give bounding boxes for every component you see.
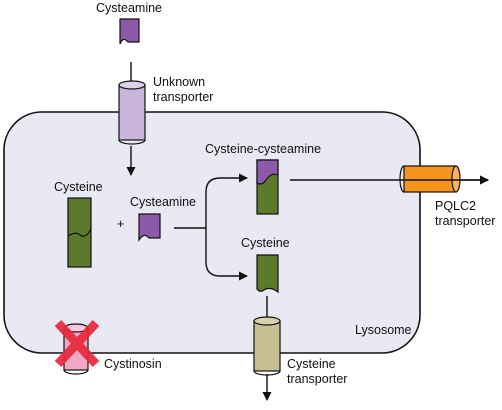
cysteamine-top-label: Cysteamine <box>96 1 162 15</box>
cysteine-left-label: Cysteine <box>54 180 103 194</box>
lysosome-label: Lysosome <box>355 323 412 337</box>
cysteamine-mid-label: Cysteamine <box>130 195 196 209</box>
cysteamine-molecule-mid <box>138 213 161 243</box>
reaction-branch-arrows <box>174 173 248 281</box>
cysteine-cysteamine-molecule <box>256 159 279 215</box>
cysteine-transporter-label-line2: transporter <box>287 372 347 386</box>
cysteine-right-label: Cysteine <box>241 236 290 250</box>
cysteine-transporter-cylinder <box>253 316 281 376</box>
cystinosin-label: Cystinosin <box>104 357 162 371</box>
cysteine-transporter-label-line1: Cysteine <box>287 357 336 371</box>
cysteamine-molecule-icon <box>119 18 140 45</box>
red-x-cross-icon <box>54 319 100 368</box>
pqlc2-transporter-cylinder <box>399 165 461 193</box>
pqlc2-label-line2: transporter <box>435 214 495 228</box>
unknown-transporter-label-line1: Unknown <box>153 75 205 89</box>
unknown-transporter-label-line2: transporter <box>153 90 213 104</box>
plus-sign: + <box>117 217 124 231</box>
cysteine-molecule-right <box>256 254 279 294</box>
lysosome-membrane <box>3 111 421 354</box>
unknown-transporter-cylinder <box>118 80 146 145</box>
cysteine-molecule-left <box>67 197 92 268</box>
pqlc2-label-line1: PQLC2 <box>435 199 476 213</box>
cysteine-cysteamine-label: Cysteine-cysteamine <box>205 142 321 156</box>
